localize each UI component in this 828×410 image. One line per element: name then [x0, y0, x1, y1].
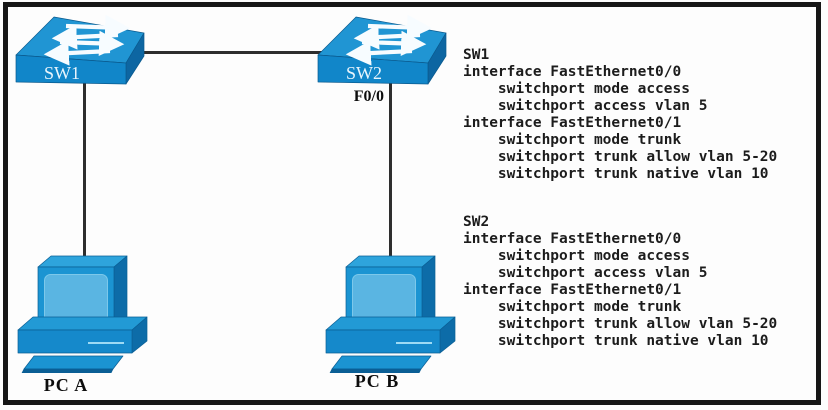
- pc-screen: [352, 274, 416, 322]
- pc-icon-pcb: [325, 255, 456, 373]
- pc-keyboard: [21, 355, 124, 373]
- pc-label-pcb: PC B: [354, 371, 400, 391]
- switch-arrows-icon: [43, 14, 131, 66]
- switch-icon-sw2: SW2: [317, 14, 447, 85]
- switch-label-sw2: SW2: [346, 63, 382, 83]
- config-block-sw2: SW2 interface FastEthernet0/0 switchport…: [463, 214, 778, 349]
- switch-front-face: [15, 54, 127, 85]
- switch-arrows-icon: [345, 14, 433, 66]
- port-label-f0-0: F0/0: [353, 88, 384, 105]
- switch-front-face: [317, 54, 429, 85]
- switch-label-sw1: SW1: [44, 63, 80, 83]
- pc-label-pca: PC A: [43, 375, 89, 395]
- pc-system-unit: [17, 316, 148, 354]
- config-block-sw1: SW1 interface FastEthernet0/0 switchport…: [463, 47, 778, 182]
- pc-screen: [44, 274, 108, 322]
- pc-icon-pca: [17, 255, 148, 373]
- switch-icon-sw1: SW1: [15, 14, 145, 85]
- pc-keyboard: [329, 355, 432, 373]
- pc-system-unit: [325, 316, 456, 354]
- link-sw1-sw2: [143, 51, 325, 54]
- diagram-border: [3, 2, 821, 405]
- link-sw1-pca: [83, 78, 86, 258]
- link-sw2-pcb: [389, 82, 392, 258]
